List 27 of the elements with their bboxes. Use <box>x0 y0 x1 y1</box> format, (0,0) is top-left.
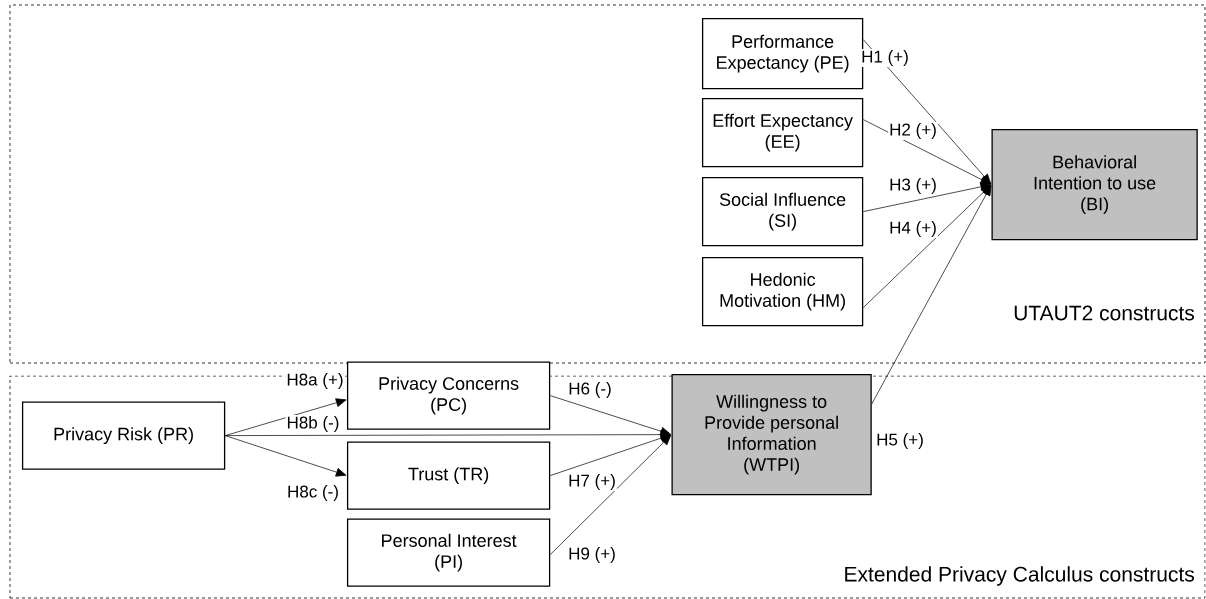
construct-box: Behavioral Intention to use (BI) <box>991 128 1198 241</box>
edge-label: H8a (+) <box>285 372 345 390</box>
construct-box: Willingness to Provide personal Information (WTPI) <box>671 373 872 496</box>
edge-label: H2 (+) <box>888 122 938 140</box>
edge-label: H5 (+) <box>875 432 925 450</box>
edge-label: H8b (-) <box>285 415 341 433</box>
edge-label: H9 (+) <box>567 546 617 564</box>
construct-box: Hedonic Motivation (HM) <box>701 256 864 327</box>
arrow <box>224 398 347 436</box>
arrow <box>549 434 672 555</box>
arrow <box>224 430 671 440</box>
arrow <box>871 185 992 405</box>
edge-label: H6 (-) <box>567 381 613 399</box>
construct-box: Privacy Risk (PR) <box>21 401 226 470</box>
construct-box: Personal Interest (PI) <box>346 518 551 587</box>
construct-box: Effort Expectancy (EE) <box>701 97 864 168</box>
arrow <box>224 435 347 477</box>
edge-label: H7 (+) <box>567 473 617 491</box>
construct-box: Trust (TR) <box>346 441 551 510</box>
construct-box: Privacy Concerns (PC) <box>346 361 551 430</box>
edge-label: H4 (+) <box>888 220 938 238</box>
arrow <box>862 119 991 185</box>
arrow <box>862 182 991 212</box>
edge-label: H1 (+) <box>860 49 910 67</box>
edge-label: H3 (+) <box>888 177 938 195</box>
edge-label: H8c (-) <box>286 484 340 502</box>
construct-box: Social Influence (SI) <box>701 176 864 247</box>
